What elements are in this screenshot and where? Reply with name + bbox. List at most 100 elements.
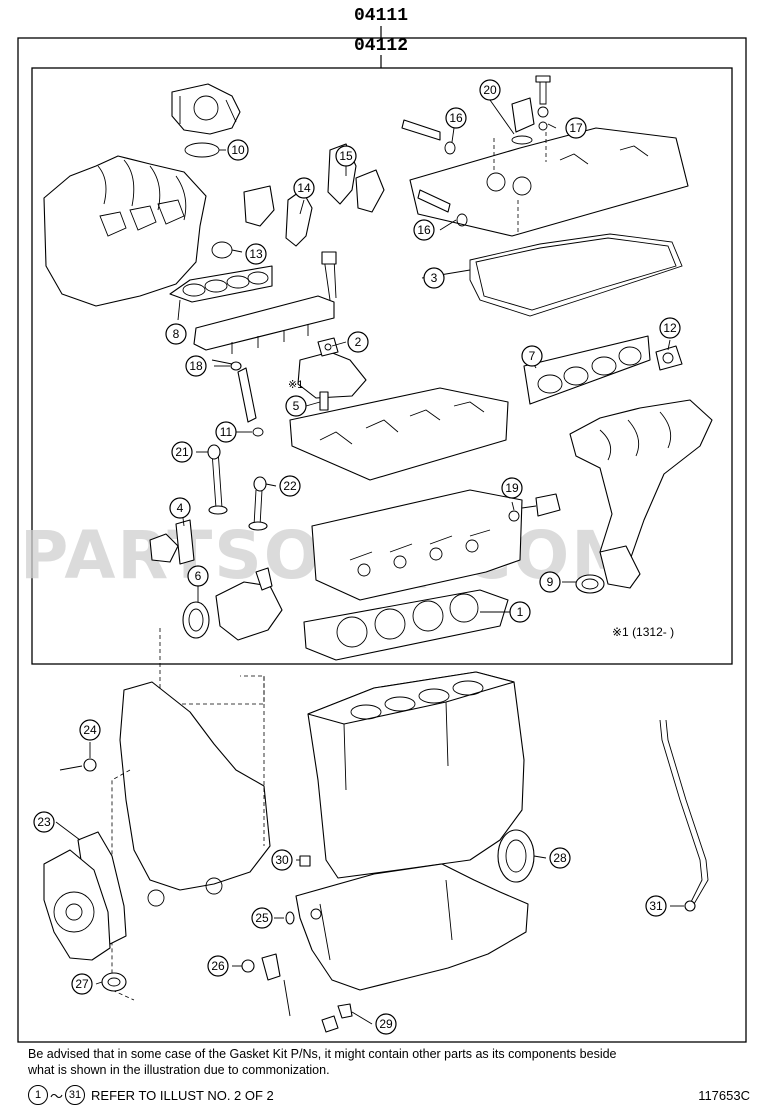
oil-filler-cap	[511, 97, 535, 133]
callout-10[interactable]: 10	[227, 139, 249, 161]
exhaust-manifold-gasket	[523, 335, 651, 405]
svg-text:12: 12	[663, 321, 677, 335]
o-ring-13	[211, 241, 233, 259]
inner-kit-frame	[31, 67, 733, 665]
valve-seal-22	[253, 476, 267, 492]
svg-text:13: 13	[249, 247, 263, 261]
svg-text:22: 22	[283, 479, 297, 493]
callout-14[interactable]: 14	[293, 177, 315, 199]
note-range: ※1 (1312- )	[612, 625, 674, 639]
callout-3[interactable]: 3	[423, 267, 445, 289]
callout-16-lower[interactable]: 16	[413, 219, 435, 241]
callout-15[interactable]: 15	[335, 145, 357, 167]
exhaust-manifold	[569, 399, 713, 589]
svg-text:5: 5	[293, 399, 300, 413]
cylinder-block	[307, 671, 525, 879]
outer-kit-frame	[17, 37, 747, 1043]
svg-text:7: 7	[529, 349, 536, 363]
bracket-15b	[355, 169, 385, 213]
oil-pressure-switch	[261, 953, 281, 981]
cylinder-head	[311, 489, 523, 601]
fuel-injector	[237, 367, 257, 423]
callout-16-upper[interactable]: 16	[445, 107, 467, 129]
svg-text:25: 25	[255, 911, 269, 925]
intake-manifold	[43, 155, 207, 307]
callout-5[interactable]: 5	[285, 395, 307, 417]
svg-text:4: 4	[177, 501, 184, 515]
svg-text:26: 26	[211, 959, 225, 973]
callout-29[interactable]: 29	[375, 1013, 397, 1035]
svg-text:14: 14	[297, 181, 311, 195]
water-outlet-housing	[215, 581, 283, 641]
throttle-body-gasket-ring	[184, 142, 220, 158]
head-cover-gasket	[469, 233, 683, 317]
callout-18[interactable]: 18	[185, 355, 207, 377]
refer-end-circle[interactable]: 31	[65, 1085, 86, 1105]
pcv-hose-upper	[401, 119, 441, 141]
svg-text:19: 19	[505, 481, 519, 495]
callout-7[interactable]: 7	[521, 345, 543, 367]
water-temp-sensor	[535, 493, 561, 517]
svg-text:17: 17	[569, 121, 583, 135]
crank-rear-oil-seal	[497, 829, 535, 883]
kit-label-inner[interactable]: 04112	[354, 36, 408, 56]
svg-text:11: 11	[220, 425, 233, 439]
callout-25[interactable]: 25	[251, 907, 273, 929]
callout-22[interactable]: 22	[279, 475, 301, 497]
bracket-left	[243, 185, 275, 227]
gasket-kit-disclaimer: Be advised that in some case of the Gask…	[28, 1047, 617, 1077]
cylinder-head-cover	[409, 127, 689, 237]
callout-27[interactable]: 27	[71, 973, 93, 995]
callout-23[interactable]: 23	[33, 811, 55, 833]
intake-manifold-gasket	[169, 265, 273, 303]
callout-9[interactable]: 9	[539, 571, 561, 593]
callout-8[interactable]: 8	[165, 323, 187, 345]
oil-pan	[295, 863, 529, 991]
kit-label-outer[interactable]: 04111	[354, 6, 408, 26]
callout-21[interactable]: 21	[171, 441, 193, 463]
callout-13[interactable]: 13	[245, 243, 267, 265]
callout-11[interactable]: 11	[215, 421, 237, 443]
svg-text:8: 8	[173, 327, 180, 341]
svg-text:9: 9	[547, 575, 554, 589]
callout-30[interactable]: 30	[271, 849, 293, 871]
water-pump	[43, 849, 111, 961]
callout-1[interactable]: 1	[509, 601, 531, 623]
svg-text:23: 23	[37, 815, 51, 829]
callout-12[interactable]: 12	[659, 317, 681, 339]
callout-6[interactable]: 6	[187, 565, 209, 587]
refer-tilde: ～	[50, 1088, 64, 1104]
pcv-hose-lower	[417, 189, 451, 213]
callout-4[interactable]: 4	[169, 497, 191, 519]
svg-text:31: 31	[649, 899, 663, 913]
fuel-delivery-pipe	[193, 251, 337, 354]
svg-text:1: 1	[517, 605, 524, 619]
cylinder-head-gasket	[303, 589, 509, 661]
svg-text:18: 18	[189, 359, 203, 373]
callout-31[interactable]: 31	[645, 895, 667, 917]
exhaust-flange-gasket	[655, 345, 683, 371]
callout-2[interactable]: 2	[347, 331, 369, 353]
callout-19[interactable]: 19	[501, 477, 523, 499]
water-inlet	[149, 533, 179, 563]
callout-28[interactable]: 28	[549, 847, 571, 869]
bracket-14	[285, 189, 313, 247]
callout-20[interactable]: 20	[479, 79, 501, 101]
cover-bolt	[539, 79, 547, 105]
oil-seal-6	[182, 601, 210, 639]
bolt-29-b	[337, 1003, 353, 1019]
svg-text:16: 16	[449, 111, 463, 125]
svg-text:29: 29	[379, 1017, 393, 1031]
callout-26[interactable]: 26	[207, 955, 229, 977]
refer-start-circle[interactable]: 1	[28, 1085, 48, 1105]
illustration-number: 117653C	[698, 1088, 750, 1103]
throttle-body	[171, 83, 241, 135]
oil-level-gauge-guide	[659, 719, 703, 905]
bolt-29-a	[321, 1015, 339, 1033]
svg-text:10: 10	[231, 143, 245, 157]
callout-24[interactable]: 24	[79, 719, 101, 741]
svg-text:2: 2	[355, 335, 362, 349]
callout-17[interactable]: 17	[565, 117, 587, 139]
plug-25	[285, 911, 295, 925]
